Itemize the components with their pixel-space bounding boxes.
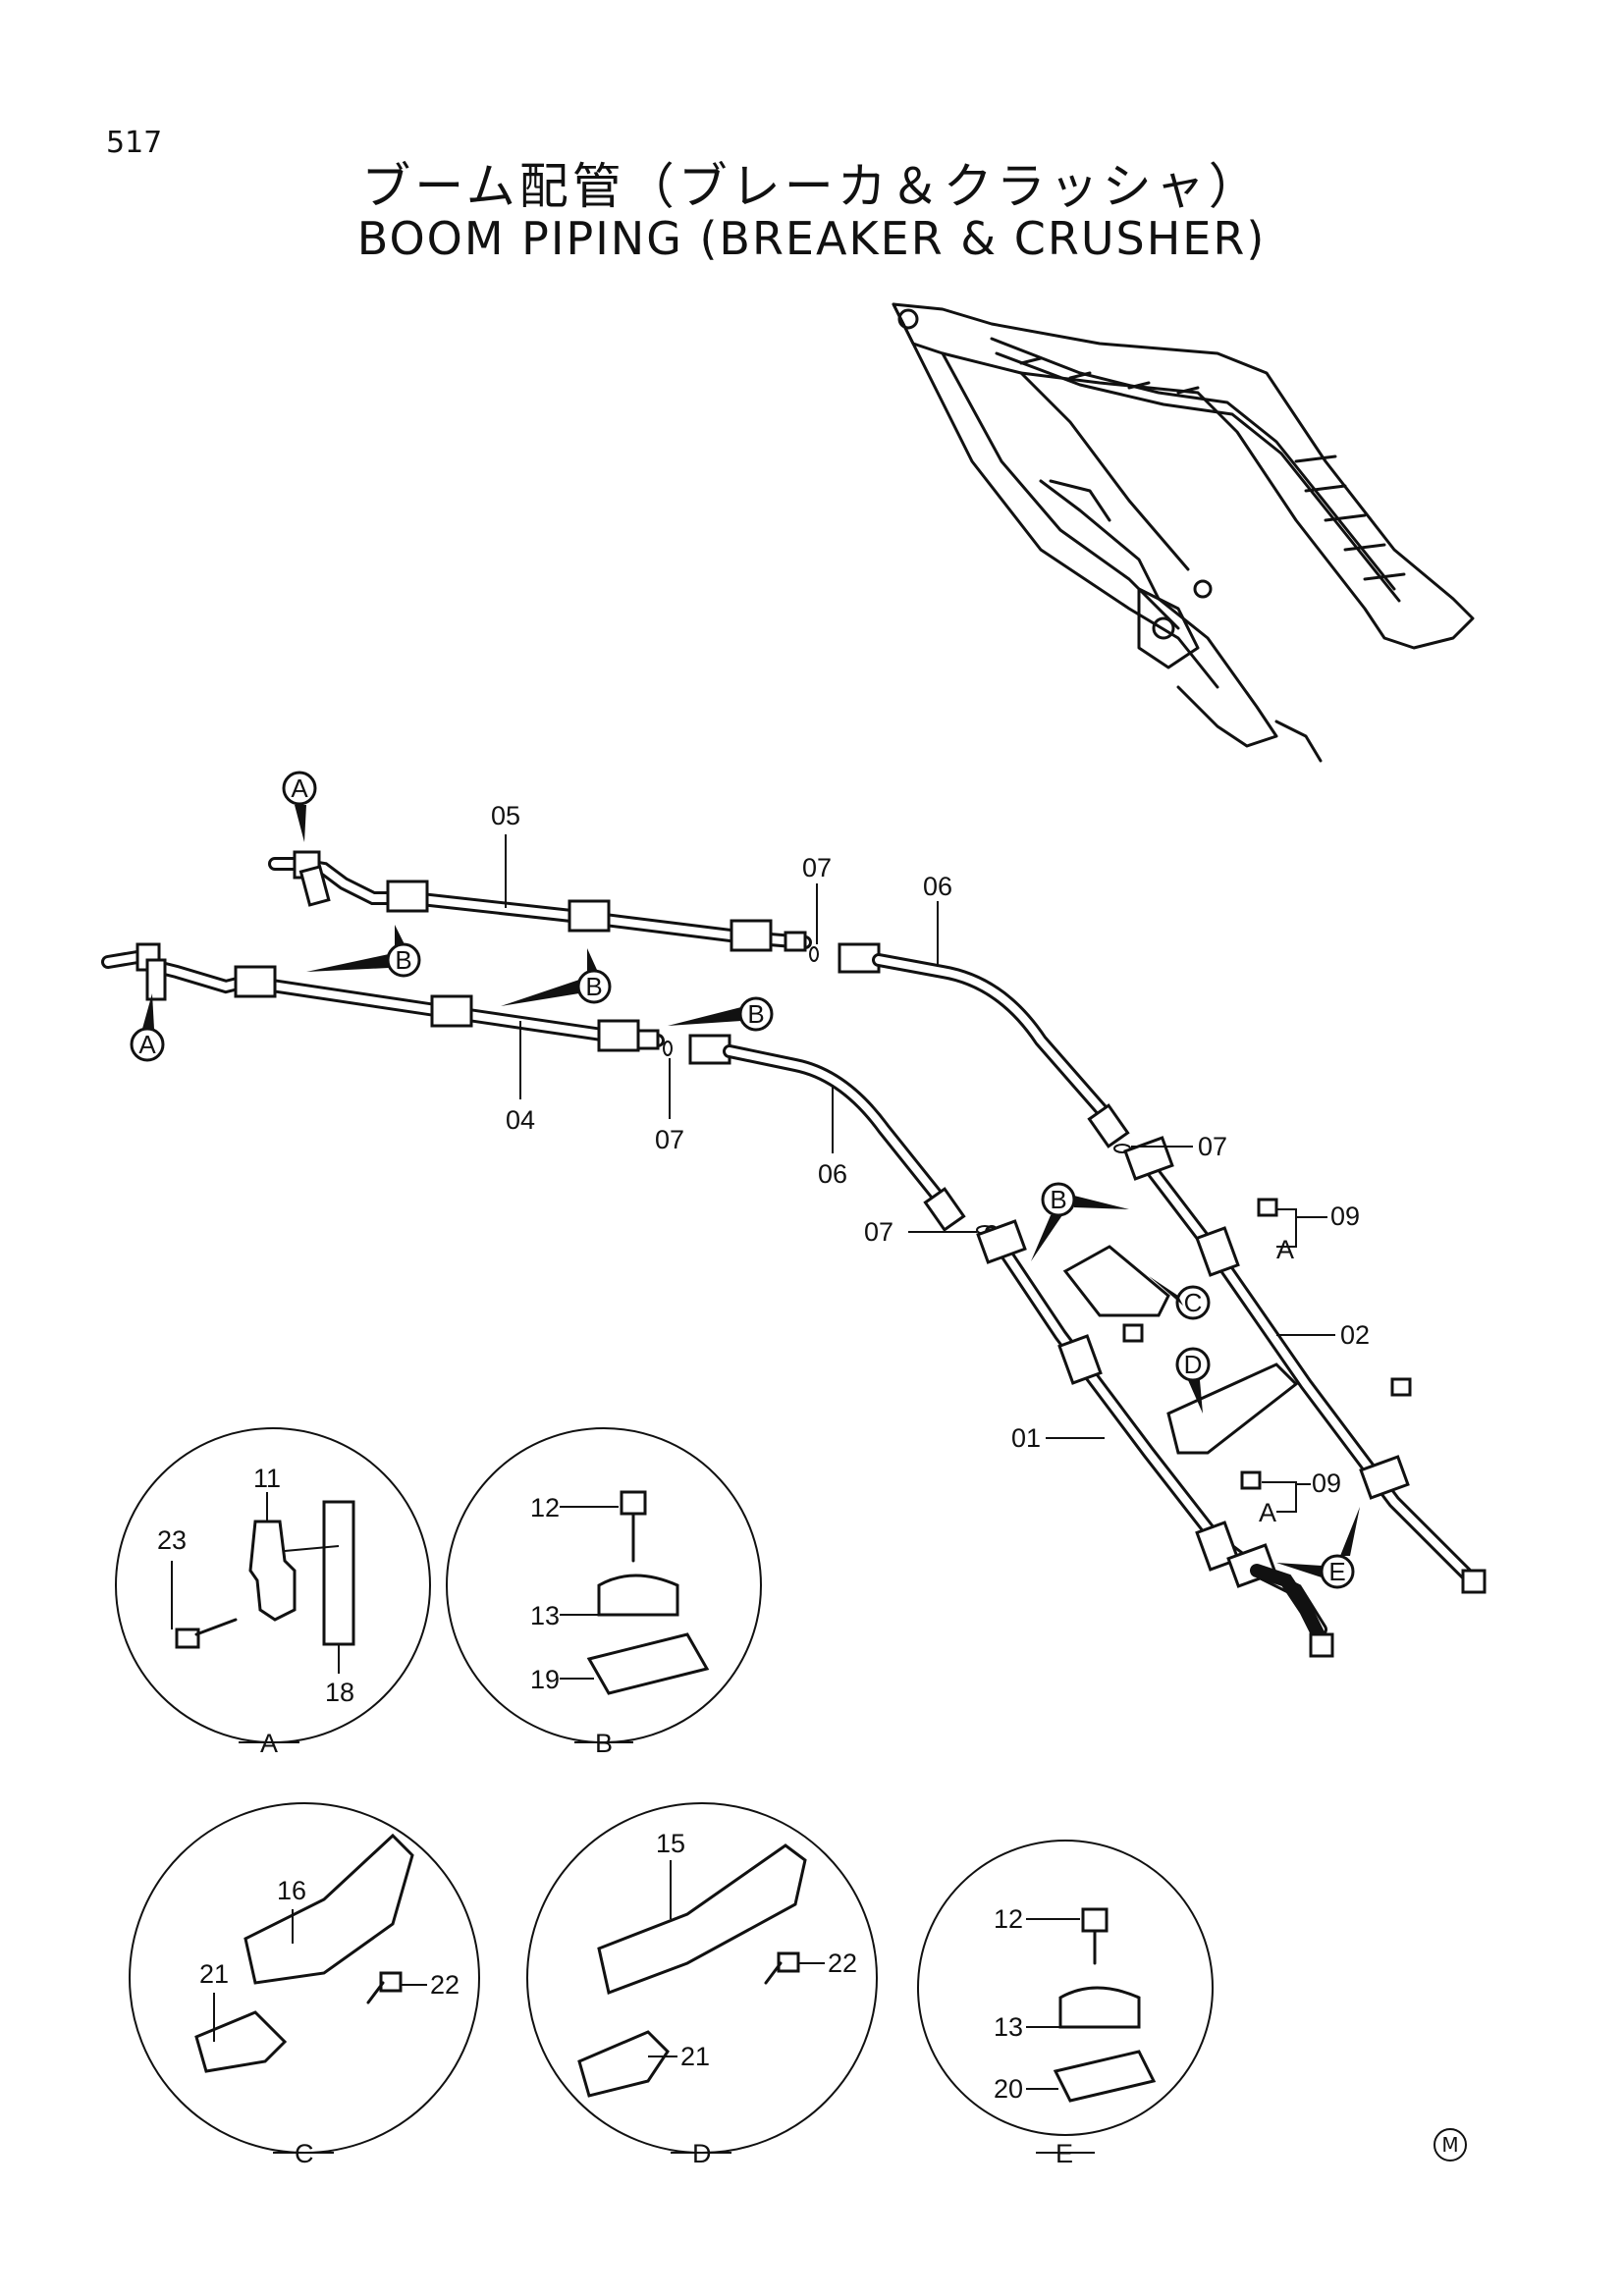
- detail-c-part-16: 16: [277, 1876, 306, 1905]
- label-07-d: 07: [864, 1217, 893, 1247]
- svg-text:C: C: [1184, 1288, 1203, 1317]
- svg-text:A: A: [138, 1030, 156, 1059]
- callout-a-1: A: [282, 771, 317, 842]
- detail-d-part-21: 21: [680, 2042, 710, 2071]
- detail-c-part-22: 22: [430, 1970, 460, 2000]
- detail-e-label: E: [1055, 2139, 1073, 2168]
- page-title-jp: ブーム配管（ブレーカ＆クラッシャ）: [361, 158, 1262, 215]
- label-01: 01: [1011, 1423, 1041, 1453]
- svg-text:A: A: [291, 774, 308, 803]
- label-09-a: 09: [1330, 1201, 1360, 1231]
- svg-text:B: B: [395, 945, 411, 975]
- detail-d-part-15: 15: [656, 1829, 685, 1858]
- callout-b-1: B: [306, 925, 421, 978]
- detail-e-part-20: 20: [994, 2074, 1023, 2104]
- label-07-c: 07: [1198, 1132, 1227, 1161]
- callout-b-3: B: [668, 996, 774, 1032]
- callout-d: D: [1175, 1347, 1211, 1414]
- bolt: [1240, 1470, 1262, 1490]
- page-title-en: BOOM PIPING (BREAKER & CRUSHER): [356, 212, 1267, 265]
- detail-c: 16 21 22 C: [129, 1802, 480, 2168]
- o-ring: [663, 1041, 673, 1056]
- callout-a-2: A: [130, 993, 165, 1062]
- bolt: [1390, 1377, 1412, 1397]
- label-02: 02: [1340, 1320, 1370, 1350]
- detail-d-part-22: 22: [828, 1949, 857, 1978]
- bolt: [1122, 1323, 1144, 1343]
- bracket-c: [1062, 1245, 1170, 1317]
- svg-text:D: D: [1184, 1350, 1203, 1379]
- hose-06-lower: [688, 1034, 966, 1232]
- page-number: 517: [106, 126, 163, 160]
- detail-a: 11 23 18 A: [115, 1427, 431, 1758]
- manufacturer-mark: M: [1434, 2128, 1467, 2162]
- detail-a-part-23: 23: [157, 1525, 187, 1555]
- pipe-04: [101, 942, 665, 1052]
- detail-c-part-21: 21: [199, 1959, 229, 1989]
- svg-text:B: B: [747, 999, 764, 1029]
- detail-b: 12 13 19 B: [446, 1427, 762, 1758]
- detail-d-label: D: [692, 2139, 712, 2168]
- label-07-b: 07: [655, 1125, 684, 1154]
- label-a-ref-1: A: [1276, 1235, 1294, 1264]
- detail-a-part-11: 11: [253, 1464, 281, 1493]
- svg-text:B: B: [585, 972, 602, 1001]
- detail-b-label: B: [595, 1729, 613, 1758]
- label-a-ref-2: A: [1259, 1498, 1276, 1527]
- detail-a-label: A: [260, 1729, 278, 1758]
- label-05: 05: [491, 801, 520, 830]
- detail-a-part-18: 18: [325, 1678, 354, 1707]
- o-ring: [809, 946, 819, 962]
- label-04: 04: [506, 1105, 535, 1135]
- detail-e: 12 13 20 E: [917, 1840, 1214, 2168]
- callout-b-4: B: [1031, 1182, 1129, 1261]
- callout-e: E: [1276, 1507, 1360, 1589]
- label-07-a: 07: [802, 853, 832, 882]
- label-06-lower: 06: [818, 1159, 847, 1189]
- bracket-d: [1166, 1362, 1299, 1455]
- detail-b-part-13: 13: [530, 1601, 560, 1630]
- hose-06-upper: [838, 942, 1130, 1148]
- pipe-05: [268, 850, 812, 952]
- svg-text:B: B: [1050, 1185, 1066, 1214]
- bolt: [1257, 1198, 1278, 1217]
- detail-e-part-13: 13: [994, 2012, 1023, 2042]
- detail-b-part-19: 19: [530, 1665, 560, 1694]
- pipe-01: [976, 1219, 1334, 1658]
- label-09-b: 09: [1312, 1468, 1341, 1498]
- callout-c: C: [1149, 1276, 1211, 1320]
- label-06-upper: 06: [923, 872, 952, 901]
- part-labels: 05 04 07 07 06 06 07 07 09 A 09 A 02 01: [491, 801, 1370, 1527]
- svg-text:E: E: [1328, 1557, 1345, 1586]
- detail-d: 15 22 21 D: [526, 1802, 878, 2168]
- detail-e-part-12: 12: [994, 1904, 1023, 1934]
- callout-b-2: B: [501, 948, 612, 1006]
- pipe-02: [1123, 1136, 1487, 1594]
- detail-c-label: C: [295, 2139, 314, 2168]
- detail-b-part-12: 12: [530, 1493, 560, 1522]
- boom-overview-illustration: [892, 302, 1475, 763]
